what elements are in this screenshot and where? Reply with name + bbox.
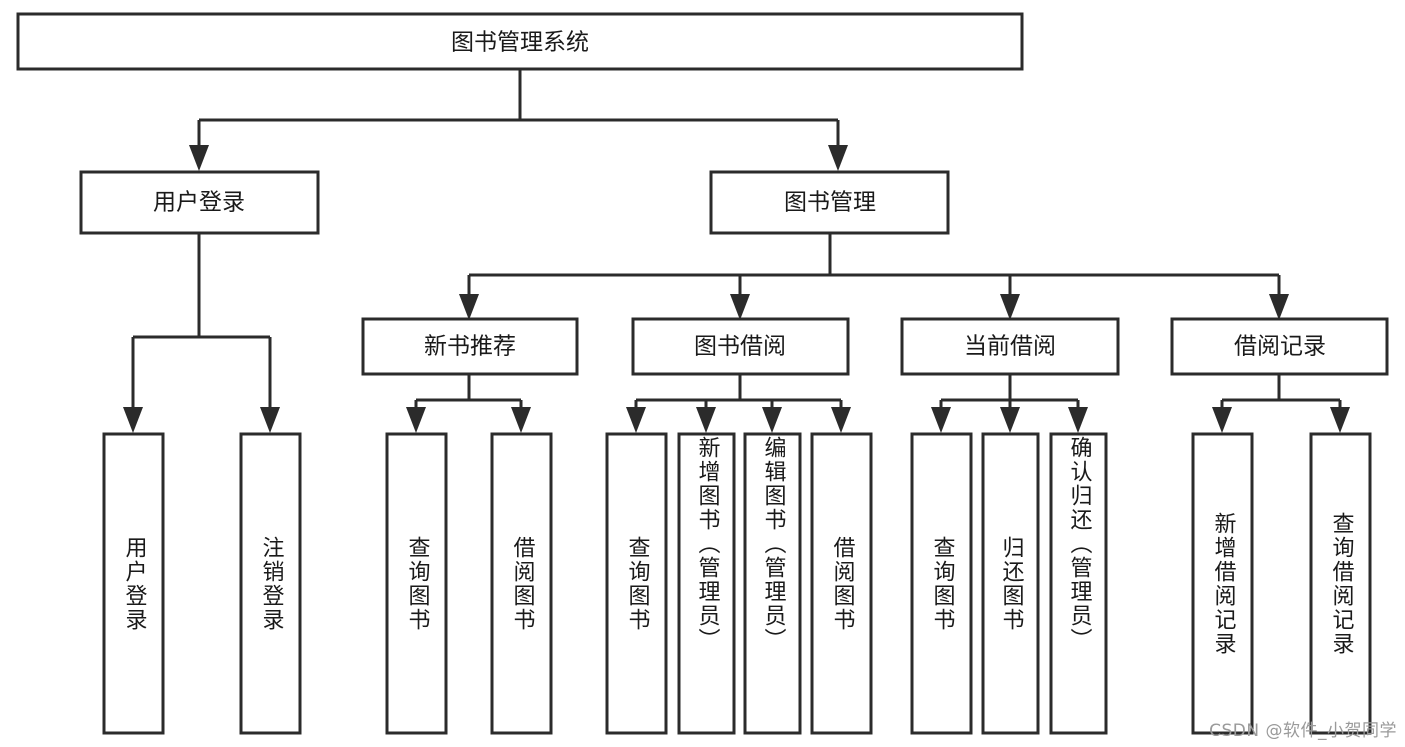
connector-borrow-record-to-leaves xyxy=(1220,374,1342,410)
arrowhead-current-borrow xyxy=(1000,294,1020,320)
node-root-box[interactable] xyxy=(16,12,1024,71)
connector-root-to-level1 xyxy=(197,69,840,148)
node-new-book-recommend-label: 新书推荐 xyxy=(424,334,516,360)
node-new-book-recommend-box[interactable] xyxy=(361,317,579,376)
arrowhead-leaf-borrow-book xyxy=(831,407,851,433)
arrowhead-borrow-record xyxy=(1269,294,1289,320)
connector-user-login-to-leaves xyxy=(131,233,272,410)
arrowhead-leaf-user-login xyxy=(123,407,143,433)
node-leaf-query-book-borrow-box[interactable] xyxy=(605,432,668,735)
arrowhead-leaf-return-book xyxy=(1000,407,1020,433)
arrowhead-leaf-add-record xyxy=(1212,407,1232,433)
arrowhead-user-login xyxy=(189,145,209,171)
connector-current-borrow-to-leaves xyxy=(939,374,1080,410)
node-root-label: 图书管理系统 xyxy=(451,30,589,56)
arrowhead-leaf-query-book-borrow xyxy=(626,407,646,433)
node-current-borrow-box[interactable] xyxy=(900,317,1120,376)
node-borrow-record-label: 借阅记录 xyxy=(1234,334,1326,360)
node-book-borrow-label: 图书借阅 xyxy=(694,334,786,360)
arrowhead-leaf-borrow-book-rec xyxy=(511,407,531,433)
arrowhead-leaf-logout-login xyxy=(260,407,280,433)
node-leaf-add-book-box[interactable] xyxy=(677,432,736,735)
node-leaf-logout-login-box[interactable] xyxy=(239,432,302,735)
node-leaf-query-book-rec-box[interactable] xyxy=(385,432,448,735)
node-leaf-return-book-box[interactable] xyxy=(981,432,1040,735)
watermark-text: CSDN @软件_小贺同学 xyxy=(1209,721,1397,741)
node-user-login-box[interactable] xyxy=(79,170,320,235)
node-current-borrow-label: 当前借阅 xyxy=(964,334,1056,360)
arrowhead-leaf-add-book xyxy=(696,407,716,433)
node-leaf-user-login-box[interactable] xyxy=(102,432,165,735)
arrowhead-leaf-query-book-rec xyxy=(406,407,426,433)
node-book-management-label: 图书管理 xyxy=(784,190,876,216)
node-layer: 图书管理系统 用户登录 图书管理 新书推荐 图书借阅 当前借阅 借阅记录 xyxy=(16,12,1389,735)
node-leaf-add-record-box[interactable] xyxy=(1191,432,1254,735)
arrowhead-leaf-query-book-cur xyxy=(931,407,951,433)
node-leaf-query-record-box[interactable] xyxy=(1309,432,1372,735)
arrowhead-book-borrow xyxy=(730,294,750,320)
connector-new-book-recommend-to-leaves xyxy=(414,374,523,410)
connector-layer xyxy=(123,69,1350,433)
arrowhead-new-book-recommend xyxy=(459,294,479,320)
node-leaf-query-book-cur-box[interactable] xyxy=(910,432,973,735)
node-leaf-edit-book-box[interactable] xyxy=(743,432,802,735)
connector-book-management-to-level2 xyxy=(467,233,1281,297)
arrowhead-book-management xyxy=(828,145,848,171)
node-book-borrow-box[interactable] xyxy=(631,317,850,376)
node-borrow-record-box[interactable] xyxy=(1170,317,1389,376)
node-leaf-confirm-return-box[interactable] xyxy=(1049,432,1108,735)
node-book-management-box[interactable] xyxy=(709,170,950,235)
node-leaf-borrow-book-box[interactable] xyxy=(810,432,873,735)
arrowhead-leaf-edit-book xyxy=(762,407,782,433)
arrowhead-leaf-query-record xyxy=(1330,407,1350,433)
node-user-login-label: 用户登录 xyxy=(153,190,245,216)
connector-book-borrow-to-leaves xyxy=(634,374,843,410)
arrowhead-leaf-confirm-return xyxy=(1068,407,1088,433)
node-leaf-borrow-book-rec-box[interactable] xyxy=(490,432,553,735)
